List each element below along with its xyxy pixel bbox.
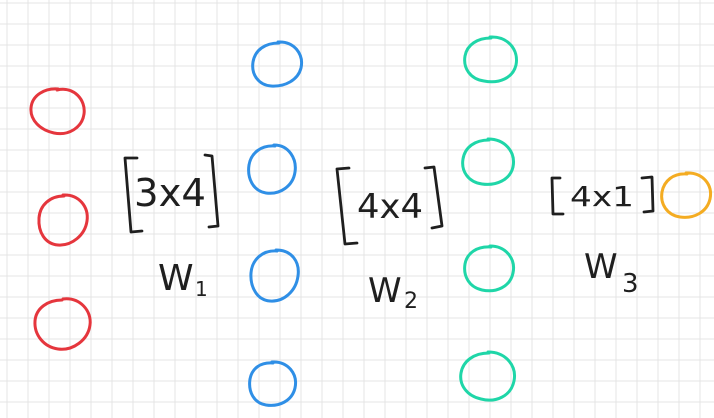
weight-matrix-2: 4x4 xyxy=(335,165,444,246)
weight-label-3-subscript: 3 xyxy=(622,269,639,299)
weight-matrix-3-shape: 4x1 xyxy=(570,180,634,213)
bracket-left-icon xyxy=(335,166,359,246)
hidden2-node-4 xyxy=(459,350,516,402)
input-layer xyxy=(29,87,92,351)
weight-label-3: W 3 xyxy=(584,247,639,299)
hidden1-node-1 xyxy=(251,40,304,88)
hidden1-node-4 xyxy=(248,360,298,407)
weight-label-1-subscript: 1 xyxy=(195,277,208,301)
bracket-left-icon xyxy=(123,156,144,234)
weight-matrix-3: 4x1 xyxy=(550,175,655,216)
hidden1-node-3 xyxy=(249,248,300,303)
weight-matrix-1-shape: 3x4 xyxy=(134,171,206,215)
output-node xyxy=(660,171,713,219)
hidden2-layer xyxy=(459,35,518,402)
weight-matrix-1: 3x4 xyxy=(123,153,220,234)
weight-label-2-subscript: 2 xyxy=(404,289,418,314)
weight-matrix-2-shape: 4x4 xyxy=(357,187,423,227)
output-layer xyxy=(660,171,713,219)
weight-label-2: W 2 xyxy=(368,271,418,314)
bracket-right-icon xyxy=(423,165,444,230)
input-node-2 xyxy=(37,193,89,247)
hidden1-layer xyxy=(247,40,304,407)
hidden2-node-3 xyxy=(463,244,516,293)
bracket-right-icon xyxy=(203,153,220,229)
bracket-left-icon xyxy=(550,176,565,216)
weight-label-1: W 1 xyxy=(158,258,208,301)
input-node-3 xyxy=(33,297,92,351)
weight-label-1-letter: W xyxy=(158,258,194,299)
hidden1-node-2 xyxy=(247,143,297,195)
bracket-right-icon xyxy=(640,175,655,214)
weight-label-3-letter: W xyxy=(584,247,618,287)
input-node-1 xyxy=(29,87,86,136)
weight-label-2-letter: W xyxy=(368,271,402,311)
hidden2-node-1 xyxy=(463,35,518,84)
hidden2-node-2 xyxy=(461,137,515,186)
